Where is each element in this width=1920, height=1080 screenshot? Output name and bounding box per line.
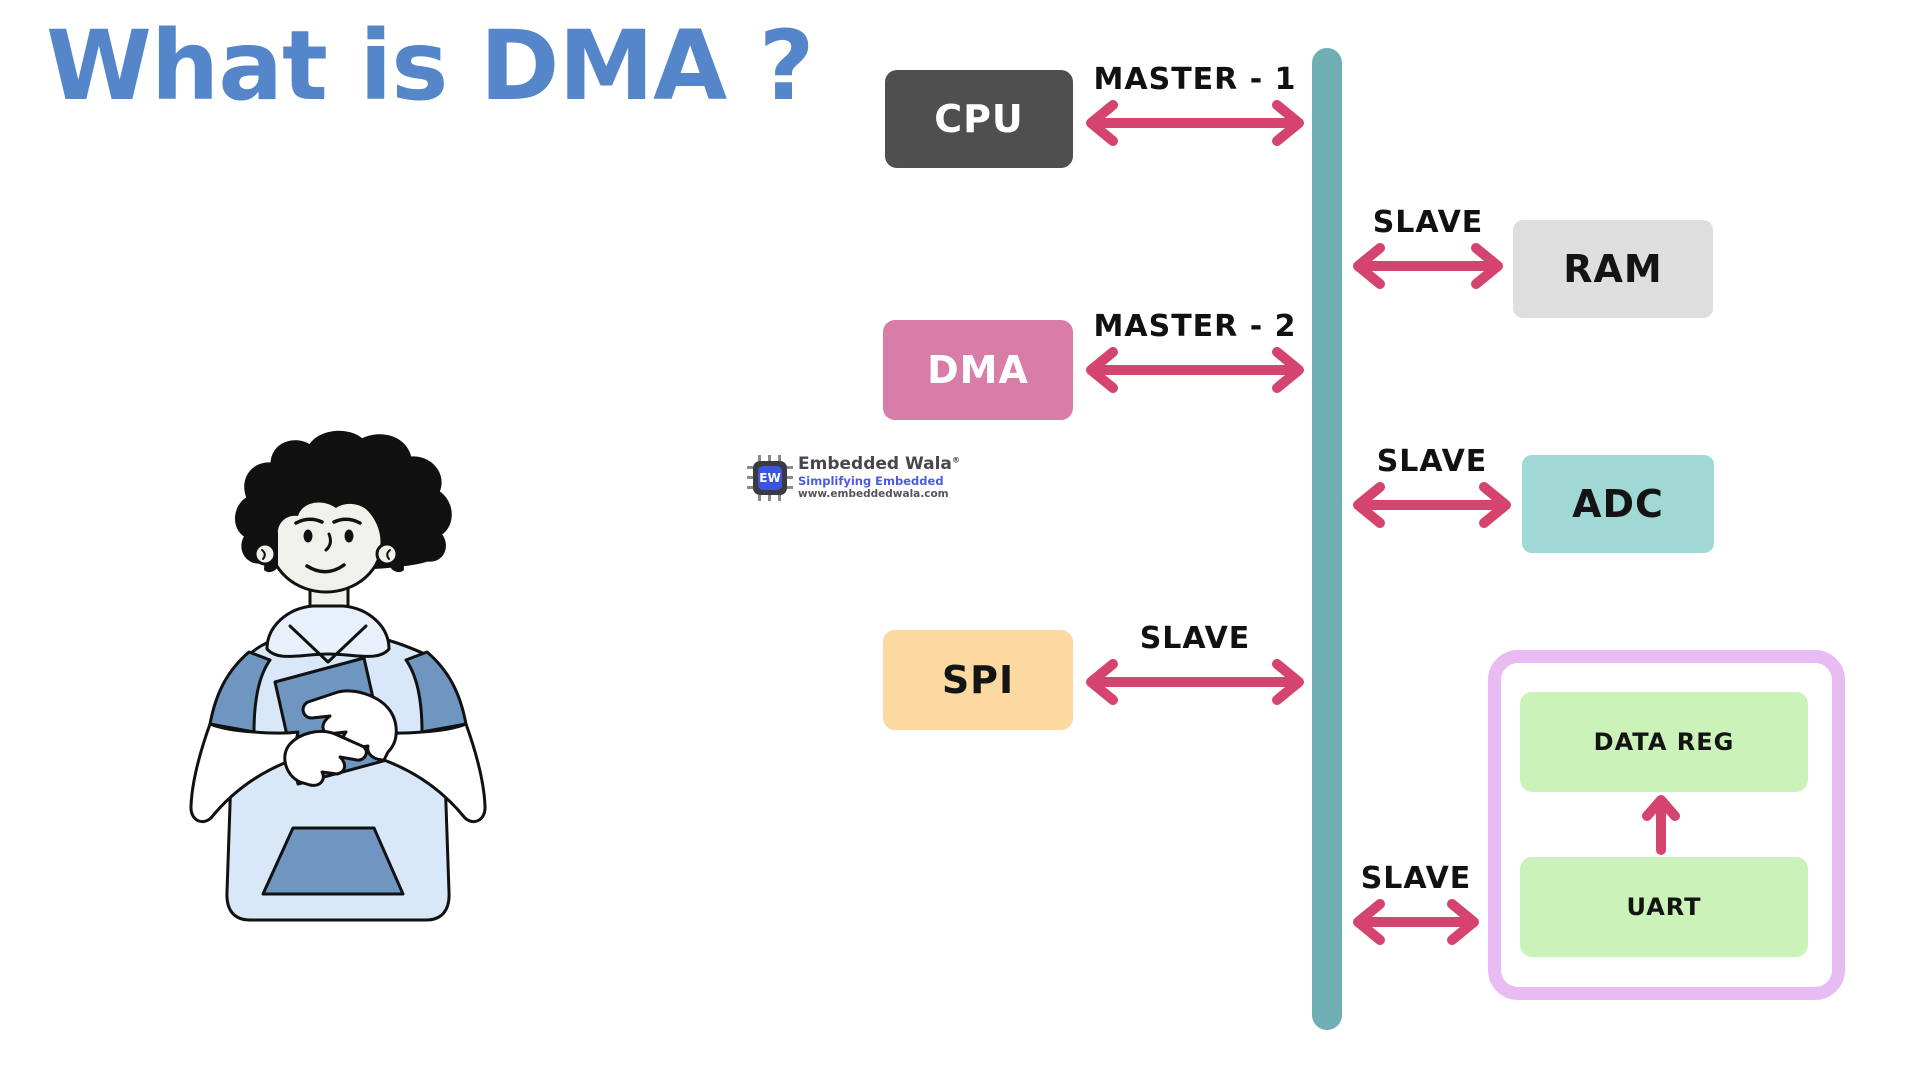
spi-slave-label: SLAVE [1139,620,1251,656]
spi-bus-arrow [1086,659,1304,705]
uart-to-datareg-arrow [1642,795,1680,855]
registered-mark: ® [951,455,960,465]
chip-ew-monogram: EW [758,466,782,490]
adc-block: ADC [1522,455,1714,553]
uart-slave-label: SLAVE [1360,860,1472,896]
cpu-block: CPU [885,70,1073,168]
page-title: What is DMA ? [46,10,814,122]
cpu-master1-label: MASTER - 1 [1093,61,1297,97]
logo-name: Embedded Wala® [798,454,960,474]
cpu-bus-arrow [1086,100,1304,146]
bus-adc-arrow [1353,482,1511,528]
ram-slave-label: SLAVE [1372,204,1484,240]
bus-uart-arrow [1353,899,1479,945]
chip-icon: EW [747,455,793,501]
spi-block: SPI [883,630,1073,730]
person-illustration [189,430,487,922]
data-reg-block: DATA REG [1520,692,1808,792]
bus-ram-arrow [1353,243,1503,289]
logo-tagline: Simplifying Embedded [798,473,944,488]
ram-block: RAM [1513,220,1713,318]
system-bus [1312,48,1342,1030]
embedded-wala-logo: EW Embedded Wala® Simplifying Embedded w… [747,454,960,501]
adc-slave-label: SLAVE [1376,443,1488,479]
logo-website: www.embeddedwala.com [798,487,949,500]
dma-block: DMA [883,320,1073,420]
dma-bus-arrow [1086,347,1304,393]
dma-master2-label: MASTER - 2 [1093,308,1297,344]
uart-block: UART [1520,857,1808,957]
